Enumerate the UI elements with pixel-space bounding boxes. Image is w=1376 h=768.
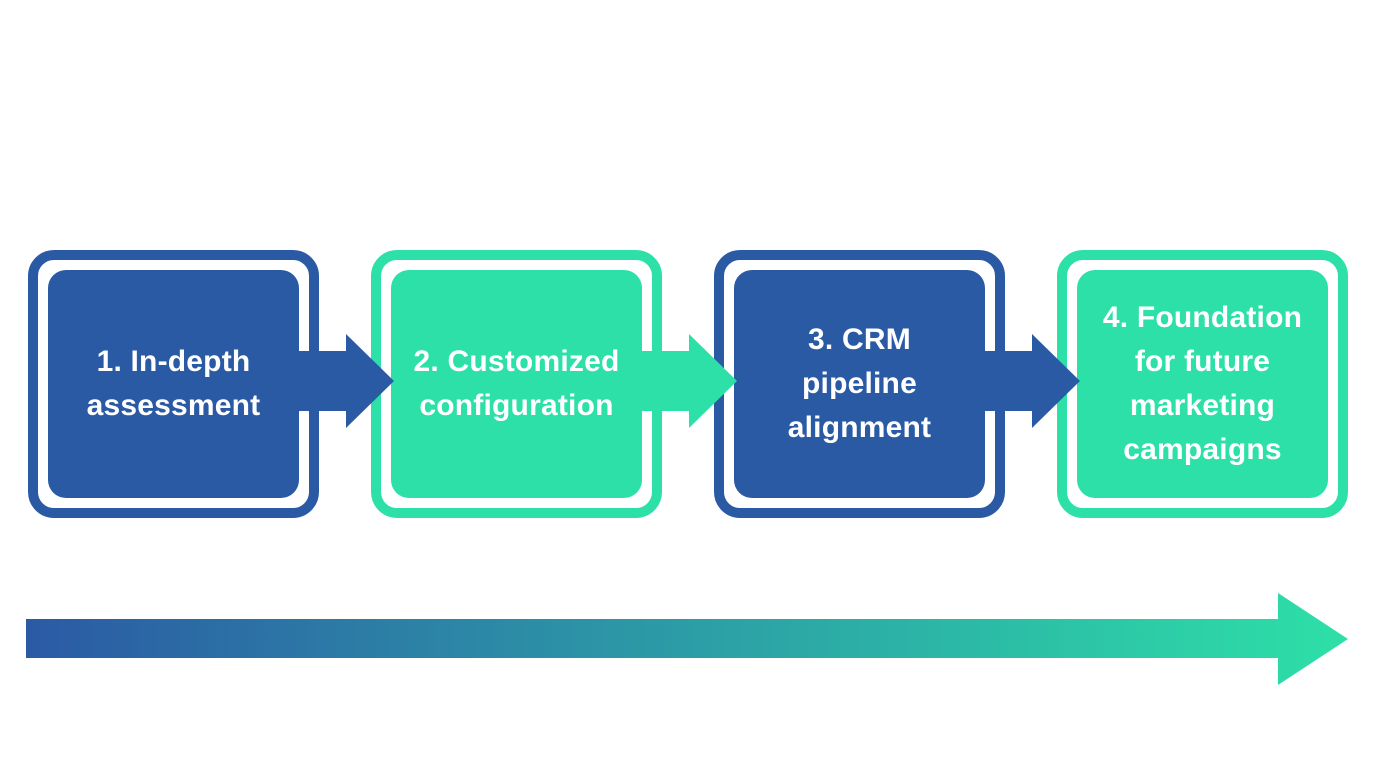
step-box-1: 1. In-depth assessment <box>28 250 319 518</box>
step-1-line-2: assessment <box>86 389 261 422</box>
connector-arrow-1-icon <box>294 334 394 428</box>
connector-arrow-3-icon <box>980 334 1080 428</box>
timeline-arrow-icon <box>26 593 1348 685</box>
step-4-line-3: marketing <box>1129 389 1276 422</box>
step-box-2-fill: 2. Customized configuration <box>391 270 642 498</box>
step-2-line-2: configuration <box>419 389 614 422</box>
step-box-2: 2. Customized configuration <box>371 250 662 518</box>
step-box-4: 4. Foundation for future marketing campa… <box>1057 250 1348 518</box>
step-4-label: 4. Foundation for future marketing campa… <box>1103 296 1302 472</box>
step-3-label: 3. CRM pipeline alignment <box>788 318 931 450</box>
step-box-1-fill: 1. In-depth assessment <box>48 270 299 498</box>
step-box-3-fill: 3. CRM pipeline alignment <box>734 270 985 498</box>
step-4-line-1: 4. Foundation <box>1102 301 1303 334</box>
step-3-line-3: alignment <box>787 411 932 444</box>
step-box-3: 3. CRM pipeline alignment <box>714 250 1005 518</box>
step-box-4-fill: 4. Foundation for future marketing campa… <box>1077 270 1328 498</box>
connector-arrow-2-icon <box>637 334 737 428</box>
step-3-line-2: pipeline <box>802 367 917 400</box>
step-4-line-4: campaigns <box>1123 433 1282 466</box>
step-1-label: 1. In-depth assessment <box>87 340 261 428</box>
step-2-line-1: 2. Customized <box>413 345 620 378</box>
step-2-label: 2. Customized configuration <box>414 340 620 428</box>
step-1-line-1: 1. In-depth <box>96 345 251 378</box>
step-4-line-2: for future <box>1134 345 1271 378</box>
step-3-line-1: 3. CRM <box>808 323 911 356</box>
